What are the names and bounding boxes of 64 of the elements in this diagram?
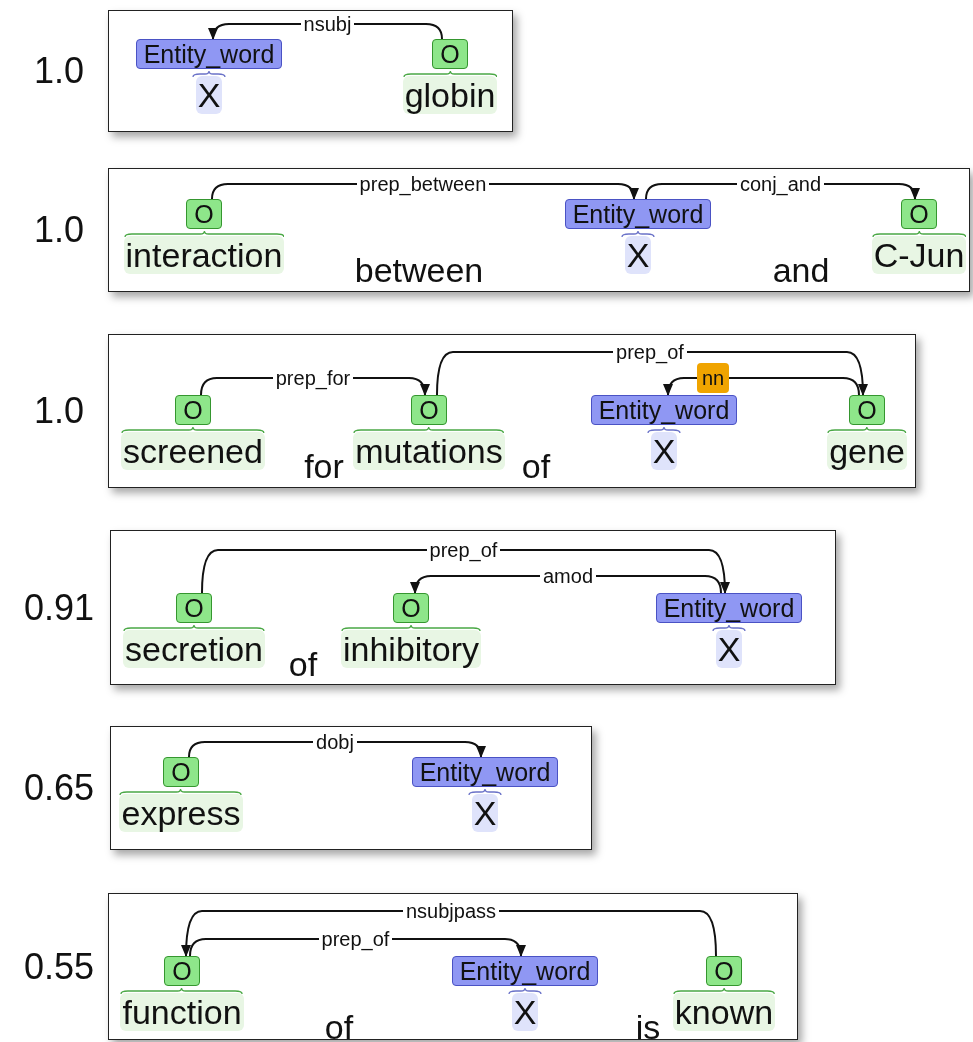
token-word: X [650,432,678,470]
dependency-arrow [201,549,730,594]
edge-label: prep_of [613,341,687,363]
token-tag: O [411,395,447,425]
token-word: secretion [123,630,265,668]
token-word: of [288,645,318,683]
token-word: of [521,447,551,485]
parse-panel [110,726,592,850]
token-word: between [354,251,484,289]
token-word: globin [402,76,498,114]
token-tag: O [706,956,742,986]
edge-label: prep_between [356,173,490,195]
confidence-score: 1.0 [32,51,85,91]
token-word: gene [827,432,907,470]
token-tag: Entity_word [655,593,803,623]
confidence-score: 1.0 [32,210,85,250]
token-word: mutations [353,432,505,470]
token-word: and [772,251,830,289]
token-word: for [304,447,344,485]
token-word: X [624,236,652,274]
token-tag: O [186,199,222,229]
token-word: inhibitory [340,630,482,668]
token-word: is [635,1008,661,1042]
parse-panel [108,10,513,132]
token-word: C-Jun [871,236,967,274]
parse-panel [108,893,798,1040]
token-tag: O [175,395,211,425]
token-word: express [119,794,243,832]
token-word: X [715,630,743,668]
token-word: interaction [123,236,285,274]
token-tag: O [901,199,937,229]
token-tag: O [164,956,200,986]
token-word: known [672,993,776,1031]
token-word: X [511,993,539,1031]
token-tag: Entity_word [590,395,738,425]
edge-label: nn [696,363,730,393]
confidence-score: 1.0 [32,391,85,431]
parse-panel [110,530,836,685]
token-word: X [471,794,499,832]
token-tag: Entity_word [451,956,599,986]
token-tag: Entity_word [411,757,559,787]
token-tag: Entity_word [564,199,712,229]
edge-label: prep_of [318,928,393,950]
edge-label: nsubjpass [402,900,499,922]
edge-label: conj_and [736,173,825,195]
token-word: function [120,993,244,1031]
token-word: X [195,76,223,114]
token-tag: O [393,593,429,623]
edge-label: dobj [313,731,357,753]
token-tag: O [163,757,199,787]
edge-label: nsubj [300,13,355,35]
token-word: of [324,1008,354,1042]
token-tag: Entity_word [135,39,283,69]
edge-label: prep_of [426,539,501,561]
token-tag: O [432,39,468,69]
parse-panel [108,168,970,292]
confidence-score: 0.91 [22,587,96,628]
edge-label: prep_for [272,367,354,389]
confidence-score: 0.65 [22,768,96,808]
parse-panel [108,334,916,488]
confidence-score: 0.55 [22,946,96,987]
token-tag: O [849,395,885,425]
token-word: screened [121,432,265,470]
token-tag: O [176,593,212,623]
